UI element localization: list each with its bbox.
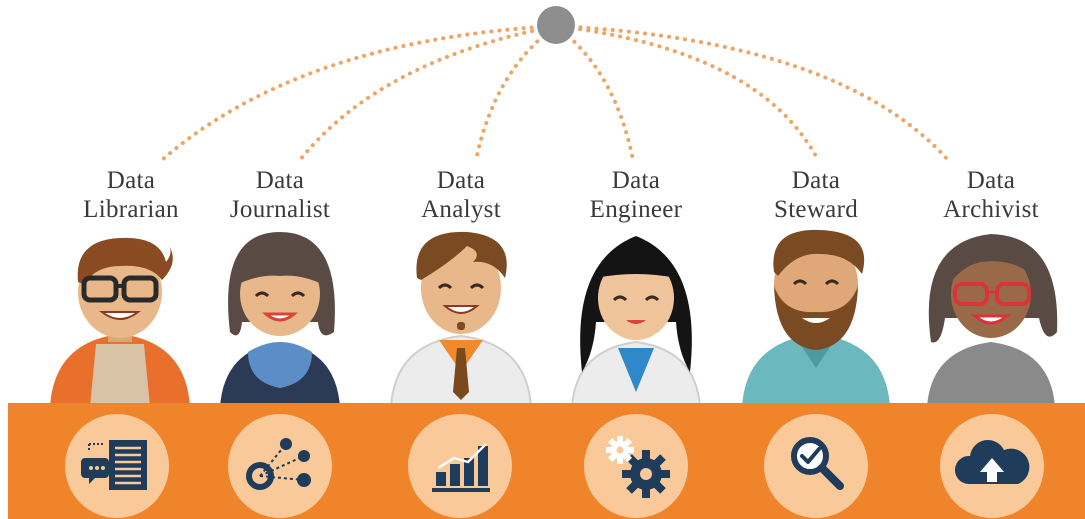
archivist-avatar	[927, 234, 1058, 407]
analyst-avatar	[389, 231, 533, 407]
badge-journalist	[228, 414, 332, 518]
network-nodes-icon	[246, 438, 311, 490]
magnifier-check-icon	[791, 437, 844, 490]
document-chat-icon	[81, 440, 147, 490]
gears-icon	[606, 436, 670, 498]
connector-analyst	[474, 24, 558, 162]
journalist-avatar	[220, 232, 340, 407]
connector-steward	[554, 24, 820, 162]
role-label-archivist: Data Archivist	[943, 167, 1039, 223]
badge-steward	[764, 414, 868, 518]
role-label-steward: Data Steward	[773, 167, 859, 223]
cloud-upload-icon	[954, 440, 1030, 484]
connector-archivist	[554, 24, 950, 162]
footer-bar	[8, 403, 1085, 519]
role-label-analyst: Data Analyst	[421, 167, 501, 223]
badge-librarian	[65, 414, 169, 518]
engineer-avatar	[570, 236, 702, 407]
badge-archivist	[940, 414, 1044, 518]
role-label-librarian: Data Librarian	[83, 167, 179, 223]
librarian-avatar	[50, 237, 190, 407]
badge-engineer	[584, 414, 688, 518]
connector-journalist	[298, 24, 558, 162]
steward-avatar	[742, 229, 890, 407]
role-label-engineer: Data Engineer	[589, 167, 683, 223]
connector-engineer	[554, 24, 635, 162]
hub-node	[537, 6, 575, 44]
bar-chart-icon	[432, 443, 490, 492]
badge-analyst	[408, 414, 512, 518]
connector-librarian	[160, 24, 558, 162]
role-label-journalist: Data Journalist	[229, 167, 331, 223]
